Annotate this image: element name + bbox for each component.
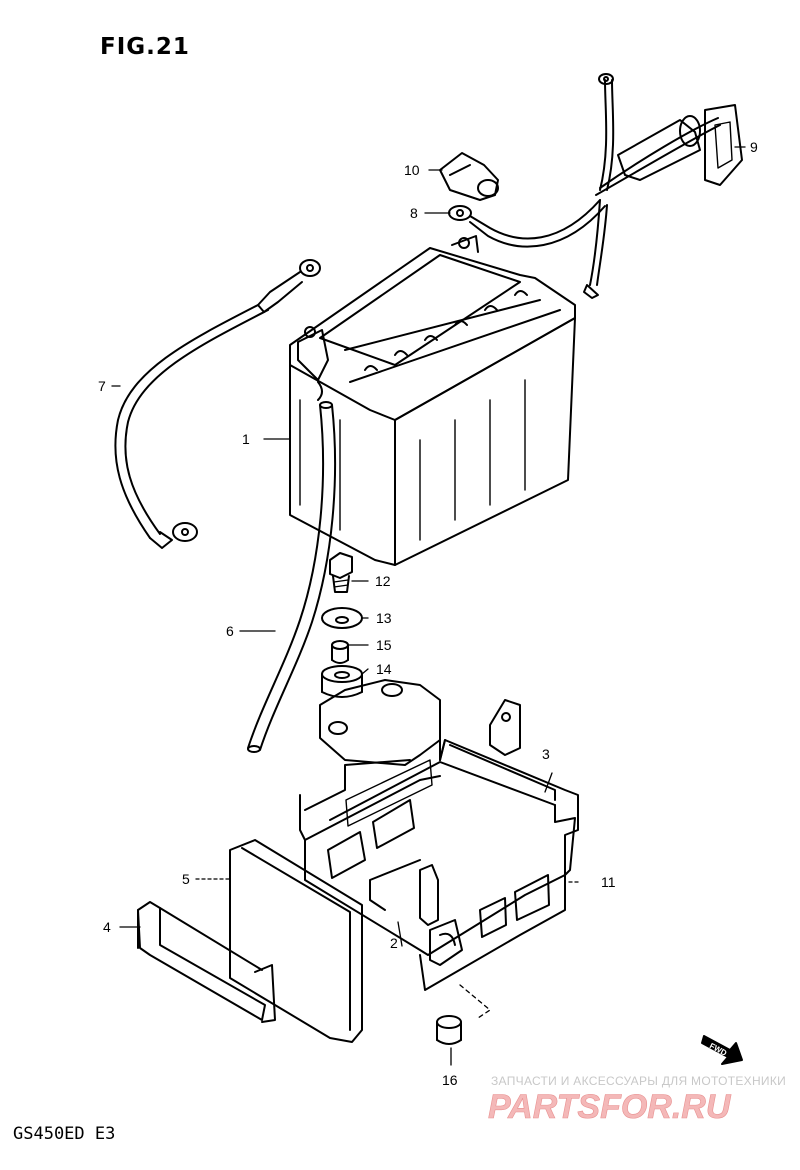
callout-15: 15 bbox=[376, 637, 392, 653]
callout-1: 1 bbox=[242, 431, 250, 447]
positive-lead-part-8 bbox=[448, 73, 721, 299]
callout-8: 8 bbox=[410, 205, 418, 221]
terminal-cover-part-10 bbox=[439, 152, 499, 201]
battery-part-1 bbox=[289, 235, 576, 566]
callout-labels: 1 2 3 4 5 6 7 8 9 10 11 12 13 15 14 16 bbox=[98, 139, 758, 1088]
vent-hose-part-6 bbox=[247, 401, 337, 753]
fuse-holder-part-9 bbox=[617, 104, 743, 186]
callout-6: 6 bbox=[226, 623, 234, 639]
figure-title: FIG.21 bbox=[100, 34, 190, 60]
cover-part-5 bbox=[229, 839, 363, 1043]
callout-7: 7 bbox=[98, 378, 106, 394]
model-code: GS450ED E3 bbox=[13, 1124, 116, 1144]
battery-holder-part-11 bbox=[299, 679, 579, 991]
fwd-arrow-icon bbox=[701, 1035, 743, 1065]
callout-14: 14 bbox=[376, 661, 392, 677]
leader-lines bbox=[111, 146, 746, 1066]
watermark-caption: ЗАПЧАСТИ И АКСЕССУАРЫ ДЛЯ МОТОТЕХНИКИ bbox=[491, 1074, 787, 1088]
callout-5: 5 bbox=[182, 871, 190, 887]
callout-2: 2 bbox=[390, 935, 398, 951]
callout-4: 4 bbox=[103, 919, 111, 935]
washer-part-13 bbox=[321, 607, 363, 629]
callout-9: 9 bbox=[750, 139, 758, 155]
negative-lead-part-7 bbox=[114, 259, 321, 549]
collar-part-15 bbox=[331, 640, 349, 664]
callout-3: 3 bbox=[542, 746, 550, 762]
callout-16: 16 bbox=[442, 1072, 458, 1088]
bolt-part-12 bbox=[329, 552, 353, 593]
cap-part-16 bbox=[436, 1015, 462, 1045]
watermark-brand-text: PARTSFOR.RU bbox=[488, 1088, 732, 1122]
callout-11: 11 bbox=[601, 874, 616, 890]
callout-10: 10 bbox=[404, 162, 420, 178]
callout-12: 12 bbox=[375, 573, 391, 589]
cushion-part-14 bbox=[321, 665, 363, 698]
band-part-4 bbox=[137, 901, 276, 1023]
callout-13: 13 bbox=[376, 610, 392, 626]
watermark-brand-logo: PARTSFOR.RU bbox=[488, 1088, 732, 1122]
